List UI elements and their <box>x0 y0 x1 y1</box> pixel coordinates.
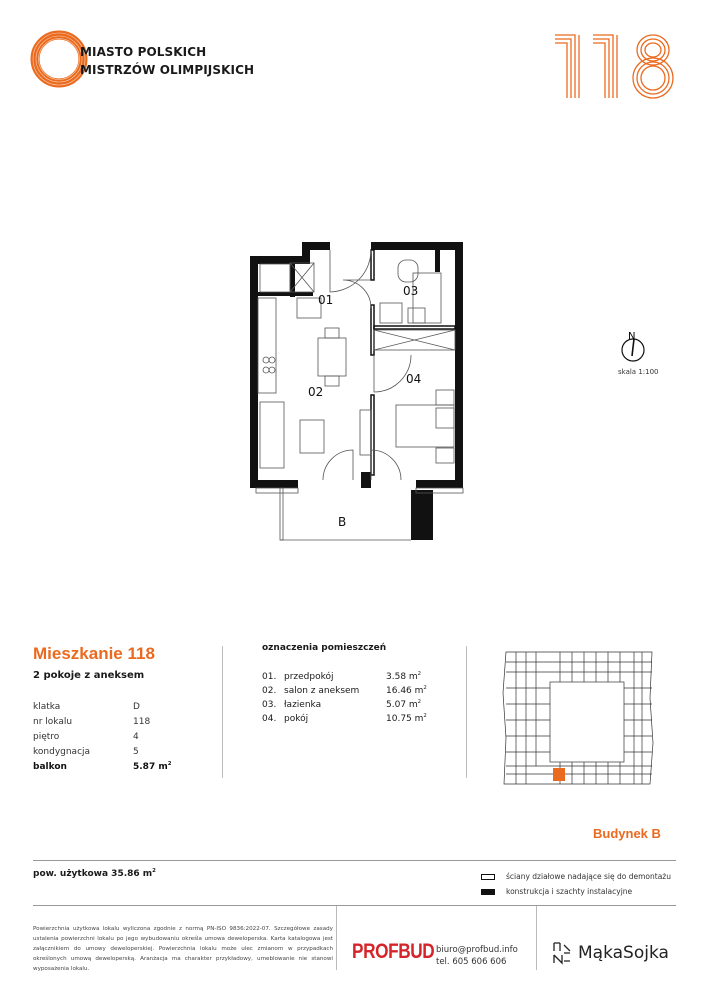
structure-swatch-icon <box>481 888 495 895</box>
developer-contact: biuro@profbud.info tel. 605 606 606 <box>436 944 518 968</box>
architect-name: MąkaSojka <box>578 943 669 963</box>
logo-line-1: MIASTO POLSKICH <box>80 45 207 59</box>
horizontal-rule <box>33 905 676 906</box>
building-label: Budynek B <box>593 826 661 841</box>
room-label-balcony: B <box>338 515 346 529</box>
room-label-01: 01 <box>318 293 333 307</box>
developer-phone[interactable]: tel. 605 606 606 <box>436 957 507 967</box>
logo-line-2: MISTRZÓW OLIMPIJSKICH <box>80 63 255 77</box>
apartment-location-highlight <box>553 768 565 781</box>
building-key-plan <box>502 651 654 785</box>
legend-item: ściany działowe nadające się do demontaż… <box>481 869 671 884</box>
apartment-number-graphic <box>555 34 674 99</box>
partition-wall-swatch-icon <box>481 873 495 880</box>
apartment-title: Mieszkanie 118 <box>33 644 155 663</box>
usable-area: pow. użytkowa 35.86 m2 <box>33 868 156 879</box>
developer-logo: PROFBUD <box>352 940 435 963</box>
floor-plan: 01 02 03 04 B <box>250 242 464 541</box>
city-logo-icon <box>30 30 88 88</box>
legend: ściany działowe nadające się do demontaż… <box>481 869 671 899</box>
column-divider <box>466 646 467 778</box>
rooms-heading: oznaczenia pomieszczeń <box>262 643 387 653</box>
scale-label: skala 1:100 <box>618 368 659 376</box>
developer-email[interactable]: biuro@profbud.info <box>436 945 518 955</box>
apartment-subtitle: 2 pokoje z aneksem <box>33 670 145 681</box>
column-divider <box>222 646 223 778</box>
footer-divider <box>536 906 537 970</box>
room-label-02: 02 <box>308 385 323 399</box>
architect-logo: MąkaSojka <box>552 941 669 965</box>
architect-logo-icon <box>553 942 571 965</box>
horizontal-rule <box>33 860 676 861</box>
room-label-03: 03 <box>403 284 418 298</box>
legend-item: konstrukcja i szachty instalacyjne <box>481 884 671 899</box>
compass-label: N <box>628 331 635 342</box>
city-logo-text: MIASTO POLSKICH MISTRZÓW OLIMPIJSKICH <box>80 43 254 79</box>
footer-divider <box>336 906 337 970</box>
room-label-04: 04 <box>406 372 421 386</box>
north-compass-icon: N <box>621 331 645 362</box>
disclaimer-text: Powierzchnia użytkowa lokalu wyliczona z… <box>33 926 333 972</box>
